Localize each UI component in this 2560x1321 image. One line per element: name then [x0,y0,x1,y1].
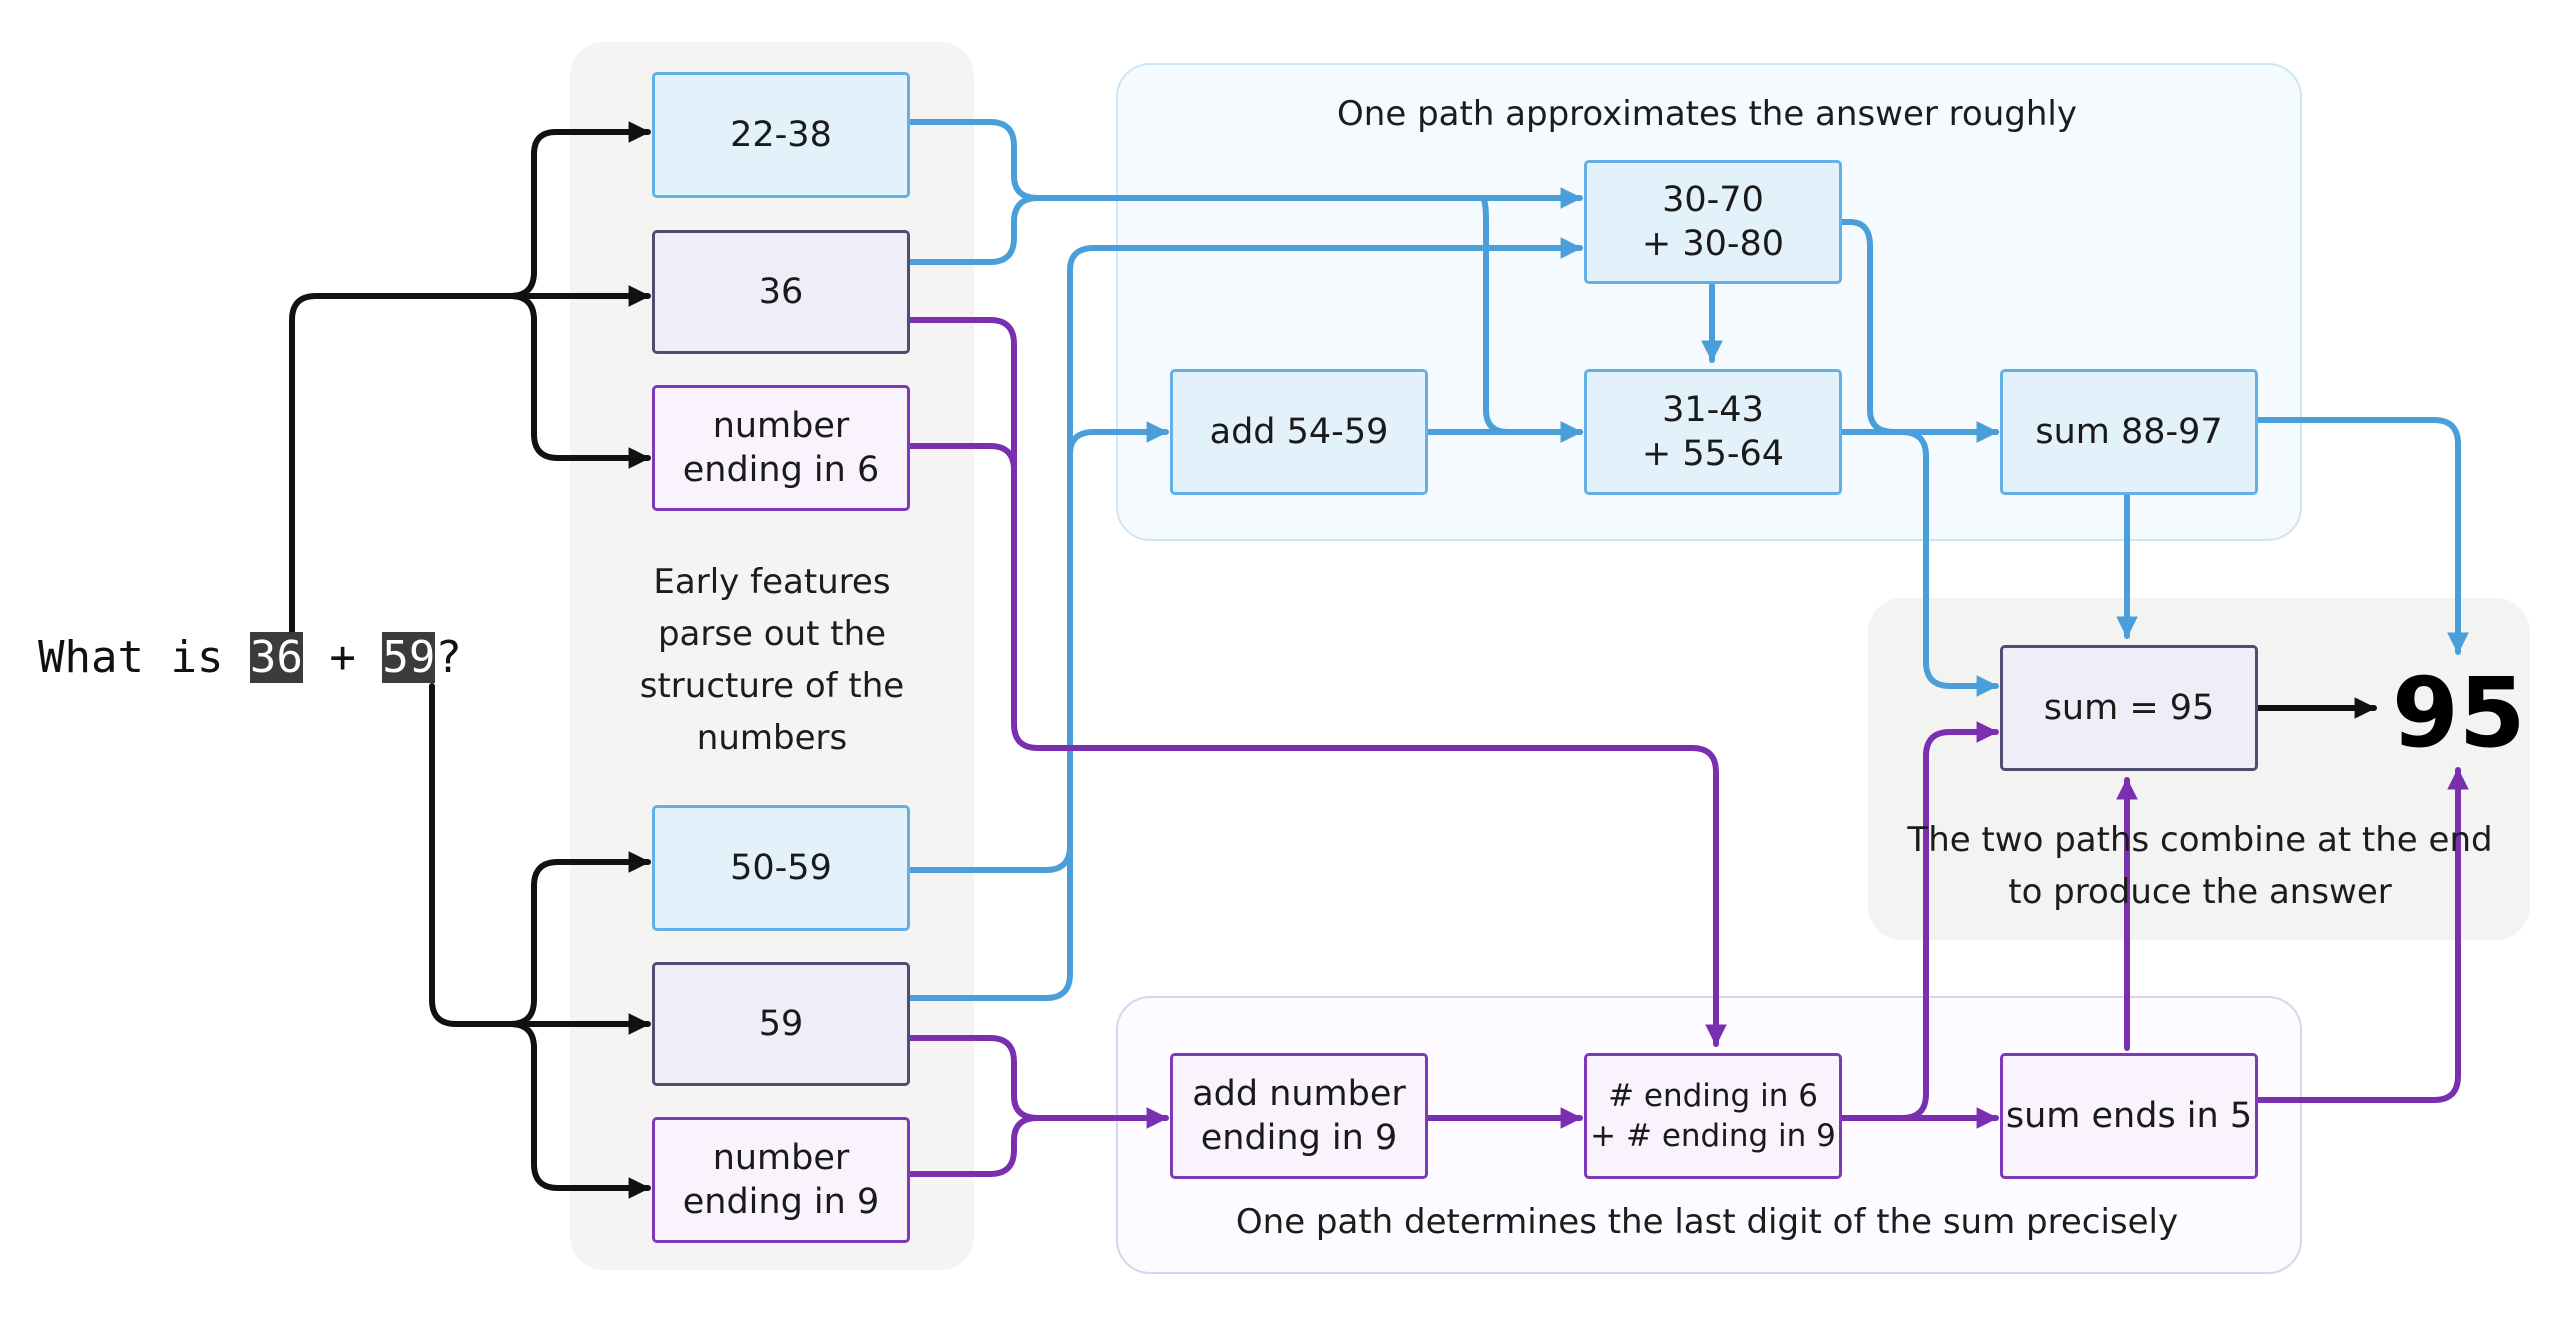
node-36: 36 [652,230,910,354]
node-number-ending-in-6: number ending in 6 [652,385,910,511]
node-31-43-plus-55-64: 31-43 + 55-64 [1584,369,1842,495]
arrow-sum-88-97-to-answer [2255,417,2469,655]
question-operator: + [302,632,383,683]
arrow-ending-9-to-add-ending-9 [908,1115,1041,1177]
node-22-38: 22-38 [652,72,910,198]
arrow-to-22-38 [507,121,651,299]
final-answer: 95 [2392,657,2526,769]
arrow-ending-6-to-ending-6-sum [908,443,1017,727]
arrow-59-to-add-ending-9 [908,1035,1169,1129]
question-operand-a: 36 [249,632,303,683]
precise-path-caption: One path determines the last digit of th… [1235,1202,2179,1242]
arrow-36-to-ending-6-sum [908,317,1727,1047]
node-number-ending-in-9: number ending in 9 [652,1117,910,1243]
node-59: 59 [652,962,910,1086]
arrow-31-43-to-sum-95 [1839,429,1999,697]
approximate-path-caption: One path approximates the answer roughly [1337,94,2077,134]
arrow-to-ending-6 [507,293,651,469]
node-sum-88-97: sum 88-97 [2000,369,2258,495]
node-add-54-59: add 54-59 [1170,369,1428,495]
node-add-number-ending-in-9: add number ending in 9 [1170,1053,1428,1179]
arrow-ending-sum-to-sum-95 [1839,721,1999,1121]
arrow-to-50-59 [507,851,651,1027]
node-sum-ends-in-5: sum ends in 5 [2000,1053,2258,1179]
arrow-sum-ends-5-to-answer [2255,767,2469,1103]
early-features-caption: Early features parse out the structure o… [639,562,905,758]
question-prefix: What is [38,632,250,683]
node-sum-95: sum = 95 [2000,645,2258,771]
arrow-36-to-features-trunk [289,293,513,635]
combine-caption: The two paths combine at the end to prod… [1907,820,2493,912]
arrow-59-to-features-trunk [429,683,513,1027]
arrow-30-70-to-sum-88-97 [1839,219,1999,443]
node-50-59: 50-59 [652,805,910,931]
question-operand-b: 59 [382,632,436,683]
arrow-to-ending-9 [507,1021,651,1199]
node-ending-6-plus-ending-9: # ending in 6 + # ending in 9 [1584,1053,1842,1179]
arrow-50-59-to-add-54-59 [908,421,1169,873]
question-text: What is 36 + 59? [38,630,462,686]
node-30-70-plus-30-80: 30-70 + 30-80 [1584,160,1842,284]
arrow-36-to-30-70 [908,195,1041,265]
question-suffix: ? [435,632,462,683]
arrow-22-38-to-31-43 [1479,195,1583,443]
